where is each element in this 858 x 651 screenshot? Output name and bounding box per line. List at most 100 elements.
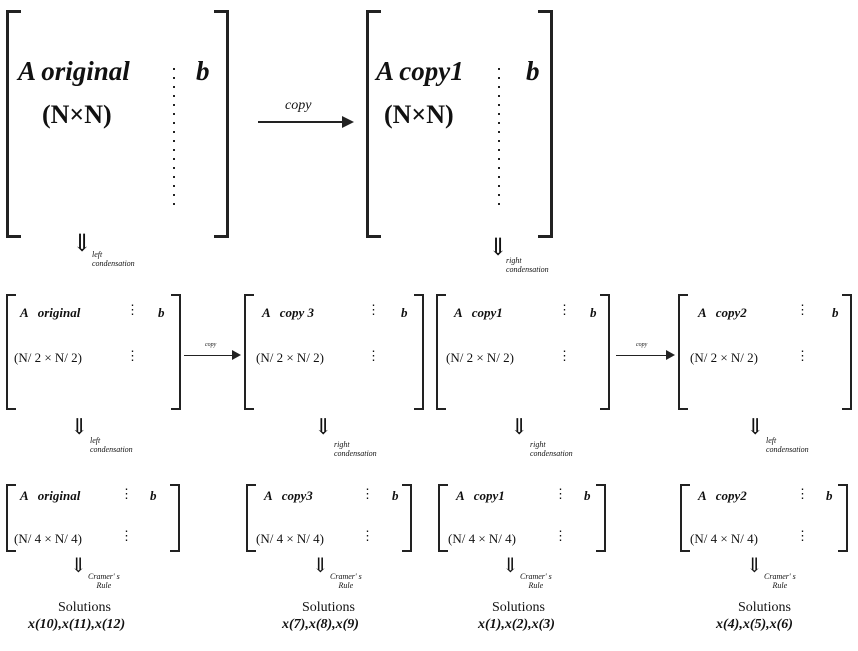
down-arrow-icon: ⇓ xyxy=(746,414,765,439)
right-bracket xyxy=(600,294,610,410)
matrix-title: A copy 3 xyxy=(262,305,314,320)
condensation-label: left condensation xyxy=(766,436,809,454)
down-arrow-icon: ⇓ xyxy=(314,414,333,439)
right-bracket xyxy=(402,484,412,552)
matrix-title: A copy2 xyxy=(698,488,747,503)
left-bracket xyxy=(680,484,690,552)
separator-dots: ⋮ xyxy=(554,486,567,501)
down-arrow-icon: ⇓ xyxy=(746,555,763,577)
down-arrow-icon: ⇓ xyxy=(312,555,329,577)
condensation-label: right condensation xyxy=(506,256,549,274)
copy-label: copy xyxy=(205,342,217,348)
separator-dots: ⋮ xyxy=(120,486,133,501)
matrix-size: (N/ 2 × N/ 2) xyxy=(690,350,758,365)
solutions-values: x(7),x(8),x(9) xyxy=(282,617,359,632)
right-bracket xyxy=(838,484,848,552)
right-bracket xyxy=(414,294,424,410)
matrix-b: b xyxy=(196,56,210,86)
condensation-label: right condensation xyxy=(334,440,377,458)
matrix-b: b xyxy=(401,305,408,320)
copy-label: copy xyxy=(285,98,312,113)
matrix-title: A original xyxy=(20,488,81,503)
separator-dots: ⋮ xyxy=(796,528,809,543)
separator-dots: ⋮ xyxy=(558,302,571,317)
down-arrow-icon: ⇓ xyxy=(510,414,529,439)
separator-dots: ⋮ xyxy=(126,348,139,363)
right-bracket xyxy=(214,10,229,238)
separator-dots: ⋮ xyxy=(361,486,374,501)
matrix-b: b xyxy=(826,488,833,503)
right-bracket xyxy=(596,484,606,552)
solutions-label: Solutions xyxy=(58,600,111,615)
condensation-label: left condensation xyxy=(92,250,135,268)
right-bracket xyxy=(538,10,553,238)
solutions-values: x(1),x(2),x(3) xyxy=(478,617,555,632)
matrix-title: A copy2 xyxy=(698,305,747,320)
arrow-head-icon xyxy=(232,350,241,360)
matrix-title: A copy1 xyxy=(454,305,503,320)
left-bracket xyxy=(678,294,688,410)
matrix-b: b xyxy=(590,305,597,320)
separator-dots: ⋮ xyxy=(120,528,133,543)
matrix-size: (N/ 4 × N/ 4) xyxy=(448,531,516,546)
down-arrow-icon: ⇓ xyxy=(488,235,509,261)
matrix-title: A copy3 xyxy=(264,488,313,503)
matrix-size: (N/ 2 × N/ 2) xyxy=(446,350,514,365)
separator-dots: ⋮ xyxy=(367,348,380,363)
matrix-title: A original xyxy=(18,56,130,86)
matrix-size: (N/ 4 × N/ 4) xyxy=(14,531,82,546)
matrix-b: b xyxy=(392,488,399,503)
matrix-b: b xyxy=(832,305,839,320)
right-bracket xyxy=(171,294,181,410)
separator-dots: ⋮ xyxy=(796,348,809,363)
right-bracket xyxy=(842,294,852,410)
arrow-head-icon xyxy=(342,116,354,128)
down-arrow-icon: ⇓ xyxy=(502,555,519,577)
condensation-label: right condensation xyxy=(530,440,573,458)
left-bracket xyxy=(366,10,381,238)
matrix-size: (N/ 4 × N/ 4) xyxy=(690,531,758,546)
left-bracket xyxy=(436,294,446,410)
copy-arrow xyxy=(616,355,668,356)
matrix-b: b xyxy=(158,305,165,320)
down-arrow-icon: ⇓ xyxy=(70,555,87,577)
right-bracket xyxy=(170,484,180,552)
matrix-size: (N/ 4 × N/ 4) xyxy=(256,531,324,546)
separator-dots: ⋮ xyxy=(796,302,809,317)
down-arrow-icon: ⇓ xyxy=(70,414,89,439)
solutions-values: x(4),x(5),x(6) xyxy=(716,617,793,632)
separator-dots: ⋮ xyxy=(367,302,380,317)
left-bracket xyxy=(6,10,21,238)
left-bracket xyxy=(438,484,448,552)
left-bracket xyxy=(244,294,254,410)
left-bracket xyxy=(246,484,256,552)
matrix-size: (N/ 2 × N/ 2) xyxy=(14,350,82,365)
matrix-size: (N×N) xyxy=(384,100,454,129)
left-bracket xyxy=(6,294,16,410)
cramer-rule-label: Cramer' s Rule xyxy=(88,572,120,590)
matrix-size: (N/ 2 × N/ 2) xyxy=(256,350,324,365)
left-bracket xyxy=(6,484,16,552)
cramer-rule-label: Cramer' s Rule xyxy=(520,572,552,590)
matrix-b: b xyxy=(526,56,540,86)
copy-arrow xyxy=(258,121,346,123)
solutions-label: Solutions xyxy=(302,600,355,615)
cramer-rule-label: Cramer' s Rule xyxy=(764,572,796,590)
matrix-b: b xyxy=(150,488,157,503)
separator-dots xyxy=(172,68,176,212)
matrix-title: A original xyxy=(20,305,81,320)
matrix-title: A copy1 xyxy=(376,56,464,86)
cramer-rule-label: Cramer' s Rule xyxy=(330,572,362,590)
arrow-head-icon xyxy=(666,350,675,360)
matrix-title: A copy1 xyxy=(456,488,505,503)
solutions-values: x(10),x(11),x(12) xyxy=(28,617,126,632)
separator-dots: ⋮ xyxy=(554,528,567,543)
matrix-size: (N×N) xyxy=(42,100,112,129)
separator-dots xyxy=(497,68,501,212)
solutions-label: Solutions xyxy=(492,600,545,615)
down-arrow-icon: ⇓ xyxy=(72,231,93,257)
condensation-label: left condensation xyxy=(90,436,133,454)
separator-dots: ⋮ xyxy=(558,348,571,363)
copy-label: copy xyxy=(636,342,648,348)
separator-dots: ⋮ xyxy=(361,528,374,543)
